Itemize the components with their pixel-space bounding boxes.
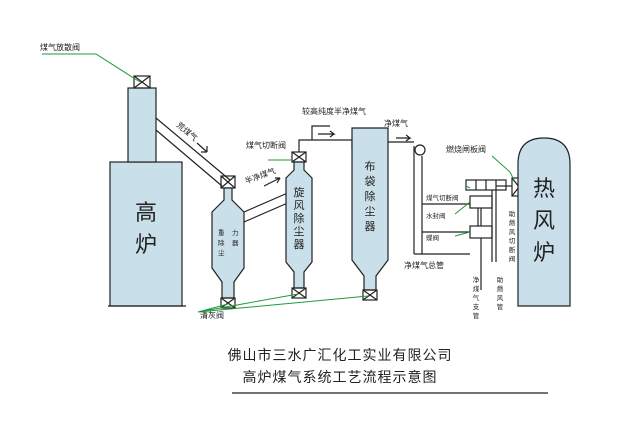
label-clean-gas-main: 净煤气总管	[404, 260, 444, 270]
dust-catcher-label-b: 除	[218, 238, 225, 247]
hot-stove-label-1: 热	[533, 177, 555, 202]
hot-stove-label-2: 风	[533, 209, 555, 234]
label-burner-valve: 燃烧闸板阀	[446, 144, 486, 154]
label-cyclone: 旋风除尘器	[294, 185, 305, 251]
diagram-title: 高炉煤气系统工艺流程示意图	[243, 369, 438, 386]
cyclone	[285, 151, 313, 299]
water-seal-valve	[469, 195, 493, 209]
blast-furnace-label-2: 炉	[135, 233, 157, 258]
clean-gas-pipe	[388, 134, 470, 255]
gravity-dust-catcher: 重 除 尘 力 器	[211, 175, 245, 309]
cyclone-ash-valve	[291, 287, 307, 299]
blast-furnace-body	[109, 161, 183, 307]
semi-pipe-1-top	[243, 191, 291, 213]
dust-catcher-ash-valve-cross	[220, 297, 236, 309]
crude-gas-pipe	[155, 117, 231, 187]
bag-filter-ash-valve	[362, 289, 378, 301]
leader-bleed-valve	[42, 53, 141, 83]
label-ash-valve: 清灰阀	[200, 310, 224, 320]
labels: 煤气放散阀 荒煤气 煤气切断阀 半净煤气 较高纯度半净煤气 净煤气 燃烧闸板阀 …	[40, 42, 486, 320]
dust-catcher-label-c: 尘	[218, 248, 225, 257]
crude-pipe-bottom	[155, 129, 223, 187]
semi-clean-arrow-1	[263, 177, 281, 187]
crude-pipe-top	[155, 117, 231, 181]
valve-link	[477, 208, 482, 226]
label-clean-gas: 净煤气	[384, 118, 408, 128]
bleed-valve-cross	[133, 75, 151, 89]
semi-clean-pipe-1	[243, 177, 291, 223]
leader-water-seal	[454, 201, 471, 215]
semi-clean-pipe-2	[298, 125, 353, 152]
label-gas-cutoff-valve: 煤气切断阀	[246, 140, 286, 150]
blast-furnace-stack	[127, 87, 157, 163]
dust-catcher-ash-valve	[220, 297, 236, 309]
leader-gas-cutoff-2	[465, 185, 471, 189]
dust-catcher-label-a: 重	[218, 229, 225, 237]
label-gas-cutoff-valve-2: 煤气切断阀	[426, 193, 459, 202]
label-semi-clean-gas-1: 半净煤气	[243, 166, 276, 186]
label-bleed-valve: 煤气放散阀	[40, 42, 80, 52]
leader-butterfly	[454, 231, 471, 237]
dust-catcher-body	[211, 187, 245, 299]
crude-gas-arrow	[196, 142, 208, 153]
label-butterfly-valve: 蝶阀	[426, 233, 439, 242]
butterfly-valve	[469, 225, 493, 239]
semi-clean-arrow-2	[318, 130, 336, 138]
leader-burner-valve	[491, 155, 515, 181]
clean-gas-branches	[422, 203, 470, 233]
label-crude-gas: 荒煤气	[175, 120, 200, 143]
label-semi-clean-gas-2: 较高纯度半净煤气	[302, 106, 366, 116]
dust-catcher-top-valve-cross	[220, 175, 236, 189]
label-clean-gas-branch: 净煤气支管	[473, 275, 480, 320]
dust-catcher-label-e: 器	[232, 239, 239, 247]
hot-stove-label-3: 炉	[533, 241, 555, 266]
label-air-pipe: 助燃风管	[497, 275, 504, 311]
blast-furnace: 高 炉	[109, 75, 183, 307]
cyclone-ash-valve-cross	[291, 287, 307, 299]
clean-gas-arrow	[396, 134, 412, 142]
leader-lines	[42, 53, 515, 313]
bleed-valve-box	[133, 75, 151, 89]
valve-2-ribs	[475, 180, 497, 190]
label-water-seal-valve: 水封阀	[426, 211, 446, 220]
company-name: 佛山市三水广汇化工实业有限公司	[228, 347, 453, 364]
clean-gas-bend	[414, 144, 426, 156]
footer: 佛山市三水广汇化工实业有限公司 高炉煤气系统工艺流程示意图	[228, 347, 548, 394]
leader-ash-valves	[197, 293, 369, 313]
hot-stove: 热 风 炉	[517, 137, 571, 307]
bag-filter-ash-valve-cross	[362, 289, 378, 301]
semi-pipe-2-riser	[311, 125, 330, 140]
semi-pipe-2-top	[298, 139, 353, 152]
air-pipe-lines	[491, 190, 497, 262]
bag-filter	[351, 127, 389, 301]
hot-stove-body	[517, 137, 571, 307]
cyclone-cutoff-valve-cross	[291, 151, 307, 163]
label-bag-filter: 布袋除尘器	[365, 160, 376, 233]
blast-furnace-label-1: 高	[135, 201, 157, 226]
dust-catcher-label-d: 力	[232, 228, 239, 237]
stove-valve-assembly	[465, 177, 527, 290]
label-air-cutoff-valve: 助燃风切断阀	[509, 209, 516, 263]
semi-pipe-1-bottom	[243, 201, 291, 223]
